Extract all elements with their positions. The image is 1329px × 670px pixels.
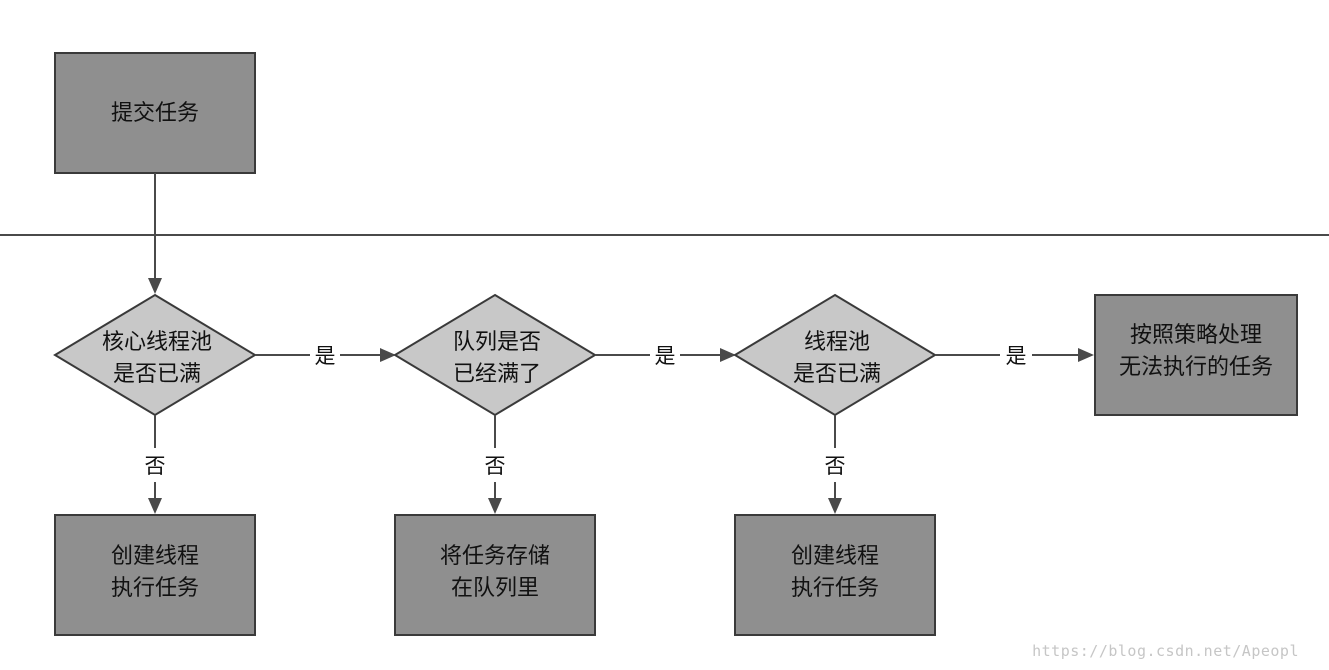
watermark-url: https://blog.csdn.net/Apeopl	[1032, 642, 1299, 660]
node-pool-full-line2: 是否已满	[793, 362, 881, 387]
node-core-pool-full-line1: 核心线程池	[102, 330, 212, 355]
node-create-noncore-thread: 创建线程 执行任务	[734, 514, 936, 636]
node-create-core-thread: 创建线程 执行任务	[54, 514, 256, 636]
node-core-pool-full: 核心线程池 是否已满	[53, 293, 257, 417]
node-create-core-thread-line1: 创建线程	[111, 544, 199, 569]
node-core-pool-full-line2: 是否已满	[113, 362, 201, 387]
edge-label-yes-3: 是	[1006, 344, 1027, 368]
node-store-in-queue-line1: 将任务存储	[440, 544, 550, 569]
node-queue-full: 队列是否 已经满了	[393, 293, 597, 417]
node-queue-full-line2: 已经满了	[453, 362, 541, 387]
edge-label-yes-2: 是	[655, 344, 676, 368]
edge-label-no-2: 否	[485, 454, 506, 478]
arrowhead-store	[488, 498, 502, 514]
arrowhead-pool	[720, 348, 736, 362]
node-reject-handler-line1: 按照策略处理	[1130, 323, 1262, 348]
node-store-in-queue: 将任务存储 在队列里	[394, 514, 596, 636]
node-reject-handler-line2: 无法执行的任务	[1119, 355, 1273, 380]
node-pool-full: 线程池 是否已满	[733, 293, 937, 417]
node-create-core-thread-line2: 执行任务	[111, 576, 199, 601]
arrowhead-create-core	[148, 498, 162, 514]
node-store-in-queue-line2: 在队列里	[451, 576, 539, 601]
node-create-noncore-thread-line2: 执行任务	[791, 576, 879, 601]
arrowhead-queue	[380, 348, 396, 362]
arrowhead-create-noncore	[828, 498, 842, 514]
node-queue-full-line1: 队列是否	[453, 330, 541, 355]
arrowhead-reject	[1078, 348, 1094, 362]
node-submit-task: 提交任务	[54, 52, 256, 174]
edge-label-no-1: 否	[145, 454, 166, 478]
edge-label-yes-1: 是	[315, 344, 336, 368]
arrowhead-core	[148, 278, 162, 294]
edge-label-no-3: 否	[825, 454, 846, 478]
node-submit-task-label: 提交任务	[111, 101, 199, 126]
node-pool-full-line1: 线程池	[804, 330, 870, 355]
node-reject-handler: 按照策略处理 无法执行的任务	[1094, 294, 1298, 416]
node-create-noncore-thread-line1: 创建线程	[791, 544, 879, 569]
